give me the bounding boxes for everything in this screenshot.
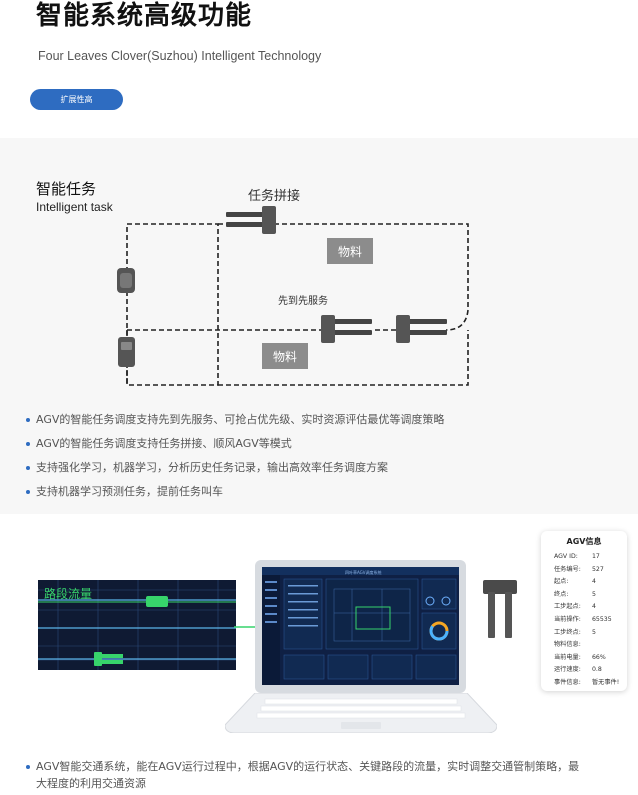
agv-robot-icon-left-bottom — [118, 337, 135, 367]
agv-vehicle-icon-road-1 — [146, 596, 168, 607]
agv-vehicle-icon-road-2 — [94, 652, 123, 666]
info-row: 终点:5 — [554, 590, 596, 598]
task-feature-list: AGV的智能任务调度支持先到先服务、可抢占优先级、实时资源评估最优等调度策略 A… — [26, 408, 616, 504]
first-come-first-serve-label: 先到先服务 — [278, 296, 328, 307]
route-loop-left — [126, 223, 219, 386]
route-loop-right-bottom — [218, 330, 469, 386]
info-row: 工步起点:4 — [554, 603, 596, 611]
task-merge-label: 任务拼接 — [248, 189, 301, 204]
section-title-en: Intelligent task — [36, 200, 113, 214]
list-item: AGV的智能任务调度支持先到先服务、可抢占优先级、实时资源评估最优等调度策略 — [26, 408, 616, 432]
agv-robot-icon-left-top — [117, 268, 135, 293]
road-traffic-map — [38, 580, 236, 670]
dashboard-screen — [262, 567, 459, 685]
bullet-dot-icon — [26, 442, 30, 446]
info-row: 运行速度:0.8 — [554, 666, 602, 674]
info-row: 工步终点:5 — [554, 628, 596, 636]
forklift-agv-icon-mid-2 — [396, 315, 447, 343]
forklift-agv-icon-mid-1 — [321, 315, 372, 343]
bullet-dot-icon — [26, 765, 30, 769]
agv-info-list: AGV ID:17 任务编号:527 起点:4 终点:5 工步起点:4 当前操作… — [554, 551, 619, 690]
list-item: 支持强化学习，机器学习，分析历史任务记录，输出高效率任务调度方案 — [26, 456, 616, 480]
forklift-agv-icon-top — [226, 206, 276, 234]
info-row: 当前电量:66% — [554, 653, 606, 661]
agv-info-title: AGV信息 — [566, 537, 602, 546]
bullet-dot-icon — [26, 418, 30, 422]
road-flow-label: 路段流量 — [44, 587, 93, 601]
company-subtitle: Four Leaves Clover(Suzhou) Intelligent T… — [38, 49, 322, 63]
page-title: 智能系统高级功能 — [36, 1, 253, 31]
info-row: 任务编号:527 — [554, 565, 604, 573]
info-row: 起点:4 — [554, 578, 596, 586]
info-row: 物料信息: — [554, 641, 581, 649]
info-row: 事件信息:暂无事件! — [554, 678, 620, 686]
laptop-keyboard-base — [225, 693, 497, 733]
dashboard-graphic — [262, 567, 459, 685]
material-box-1: 物料 — [327, 238, 373, 264]
info-row: AGV ID:17 — [554, 553, 600, 560]
list-item: AGV的智能任务调度支持任务拼接、顺风AGV等模式 — [26, 432, 616, 456]
info-row: 当前操作:65535 — [554, 615, 612, 623]
list-item: 支持机器学习预测任务，提前任务叫车 — [26, 480, 616, 504]
intelligent-task-section — [0, 138, 638, 514]
route-loop-right-top — [218, 223, 469, 331]
task-routing-diagram — [117, 206, 469, 386]
road-grid-graphic — [38, 580, 236, 670]
traffic-description: AGV智能交通系统，能在AGV运行过程中，根据AGV的运行状态、关键路段的流量，… — [26, 758, 586, 792]
section-title-intelligent-task: 智能任务 — [36, 180, 97, 198]
forklift-agv-image — [483, 580, 517, 638]
feature-tag-button[interactable]: 扩展性高 — [30, 89, 123, 110]
dashboard-title: 四叶草AGV调度系统 — [345, 570, 382, 575]
material-box-2: 物料 — [262, 343, 308, 369]
agv-info-card: AGV信息 AGV ID:17 任务编号:527 起点:4 终点:5 工步起点:… — [541, 531, 627, 691]
bullet-dot-icon — [26, 490, 30, 494]
bullet-dot-icon — [26, 466, 30, 470]
